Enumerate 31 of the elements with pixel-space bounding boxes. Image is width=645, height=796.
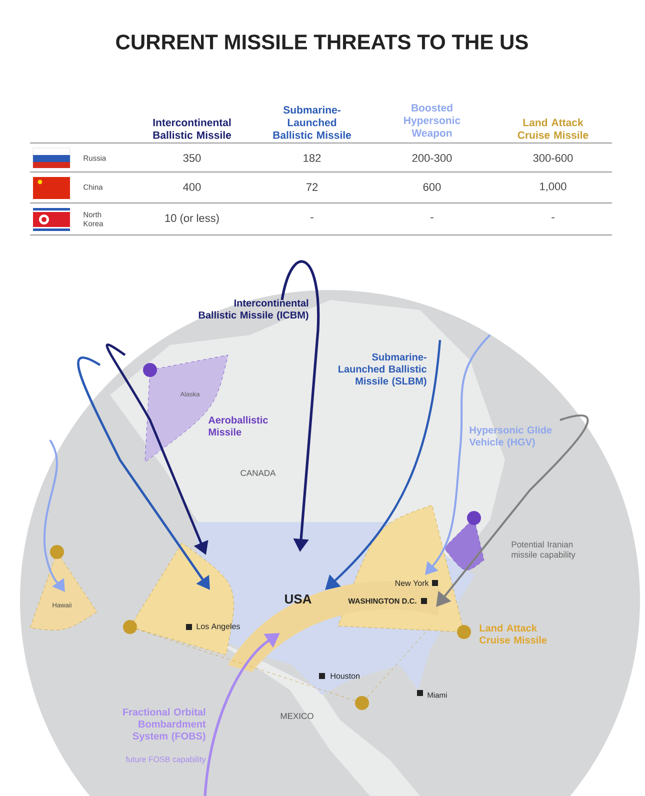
note-label: future FOSB capability [126,756,206,764]
missile-label: Fractional Orbital Bombardment System (FOBS) [123,708,206,742]
missile-label: Land Attack Cruise Missile [480,624,547,644]
city-label: Houston [330,673,360,679]
table-cell: 72 [306,183,318,191]
table-cell: 600 [423,183,441,191]
table-cell: - [430,217,434,218]
column-header: Land Attack Cruise Missile [518,118,588,139]
city-label: New York [396,580,429,586]
title: CURRENT MISSILE THREATS TO THE US [116,34,528,50]
table-cell: 1,000 [540,182,566,192]
city-label: Los Angeles [196,623,240,631]
table-cell: 400 [183,183,201,191]
country-label: CANADA [240,470,276,476]
table-cell: 200-300 [412,154,452,162]
column-header: Intercontinental Ballistic Missile [153,118,232,139]
column-header: Submarine-Launched Ballistic Missile [273,106,352,139]
table-cell: 350 [183,154,201,162]
missile-label: Hypersonic Glide Vehicle (HGV) [469,426,552,448]
column-header: Boosted Hypersonic Weapon [404,104,460,139]
table-cell: 182 [304,154,321,162]
missile-label: Aeroballistic Missile [208,416,268,436]
missile-label: Submarine-Launched Ballistic Missile (SLBM) [338,353,426,387]
table-cell: 300-600 [533,154,573,162]
table-cell: - [310,217,314,218]
country-label: MEXICO [280,713,314,719]
table-cell: 10 (or less) [165,214,219,224]
country-label: USA [285,594,312,604]
missile-label: Intercontinental Ballistic Missile (ICBM) [198,299,308,321]
table-cell: - [552,217,554,218]
note-label: Potential Iranian missile capability [512,541,576,560]
